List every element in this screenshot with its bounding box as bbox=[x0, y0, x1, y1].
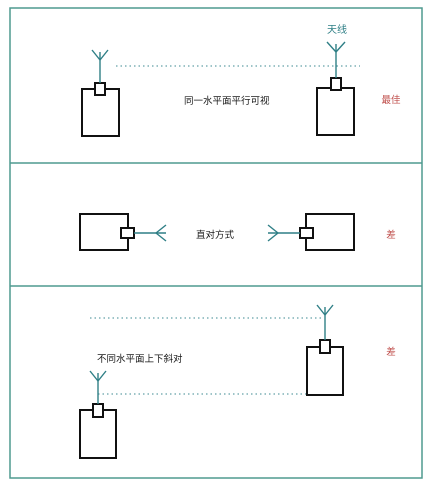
device-right bbox=[316, 87, 355, 136]
panel-2: 直对方式 差 bbox=[79, 213, 396, 251]
antenna-left-icon bbox=[89, 370, 107, 404]
device-left bbox=[81, 88, 120, 137]
antenna-left-icon bbox=[91, 49, 109, 83]
antenna-left-icon bbox=[134, 224, 167, 242]
panel-3: 不同水平面上下斜对 差 bbox=[79, 304, 396, 459]
antenna-right-icon bbox=[326, 41, 346, 78]
connector-right bbox=[330, 77, 342, 91]
panel-3-description: 不同水平面上下斜对 bbox=[97, 353, 183, 365]
connector-right bbox=[299, 227, 314, 239]
connector-right bbox=[319, 339, 331, 354]
panel-3-rating: 差 bbox=[386, 346, 396, 358]
antenna-label: 天线 bbox=[327, 23, 347, 36]
outer-frame bbox=[9, 7, 423, 479]
device-right bbox=[306, 346, 344, 396]
connector-left bbox=[94, 82, 106, 96]
connector-left bbox=[92, 403, 104, 418]
panel-1-rating: 最佳 bbox=[381, 94, 401, 106]
panel-1: 天线 同一水平面平行可视 最佳 bbox=[81, 23, 401, 137]
panel-2-rating: 差 bbox=[386, 229, 396, 241]
antenna-right-icon bbox=[316, 304, 334, 340]
antenna-right-icon bbox=[267, 224, 300, 242]
connector-left bbox=[120, 227, 135, 239]
panel-2-description: 直对方式 bbox=[196, 229, 235, 241]
panel-1-description: 同一水平面平行可视 bbox=[184, 95, 270, 107]
